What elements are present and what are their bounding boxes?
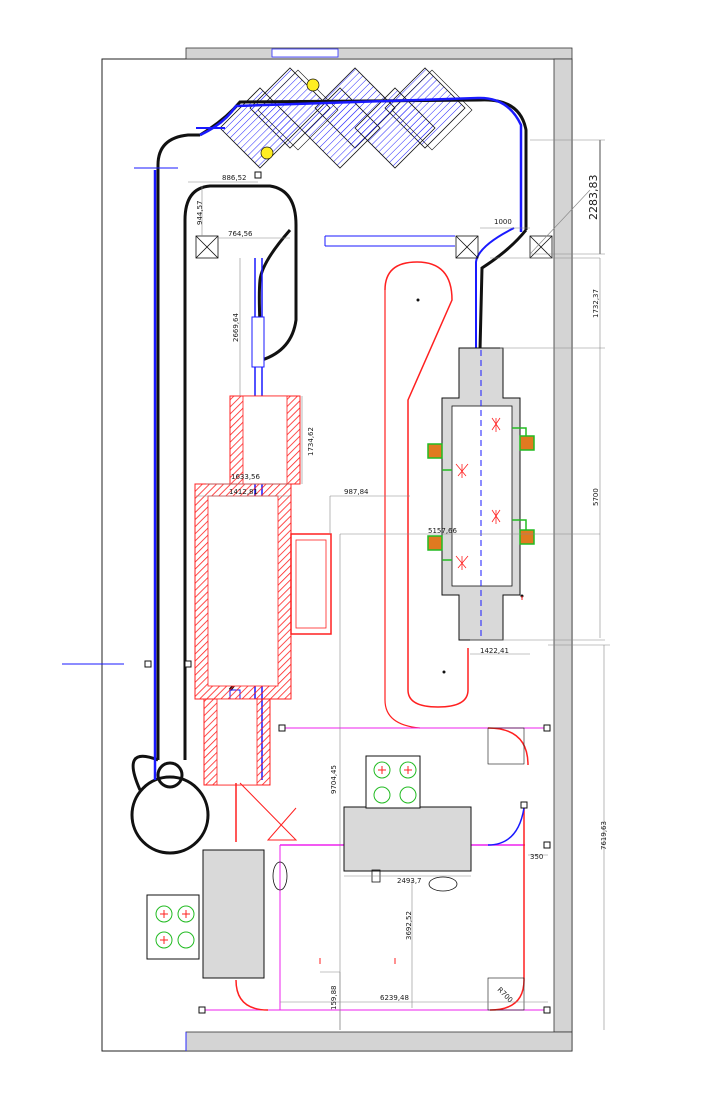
- dim-987: 987,84: [344, 488, 369, 496]
- dim-1422: 1422,41: [480, 647, 509, 655]
- dimension-lines: [188, 139, 610, 1030]
- dim-2493: 2493,7: [397, 877, 422, 885]
- gun-mover-icons: [427, 427, 535, 561]
- oven-unit-left: [146, 849, 288, 979]
- spray-booth: [427, 347, 535, 641]
- building-walls: [101, 47, 573, 1052]
- red-loop-track: [384, 261, 524, 729]
- dim-1734: 1734,62: [307, 427, 315, 456]
- dim-2283: 2283,83: [587, 175, 600, 221]
- dim-350: 350: [530, 853, 543, 861]
- dim-r700: R700: [496, 986, 515, 1005]
- dim-1412: 1412,81: [229, 488, 258, 496]
- dim-1732: 1732,37: [592, 289, 600, 318]
- oven-unit-center: [343, 755, 472, 892]
- dim-886: 886,52: [222, 174, 247, 182]
- dim-2669: 2669,64: [232, 313, 240, 342]
- dim-1633: 1633,56: [231, 473, 260, 481]
- red-markers: [319, 596, 523, 964]
- dim-1000: 1000: [494, 218, 512, 226]
- dim-3692: 3692,52: [405, 911, 413, 940]
- pretreatment-tanks: [219, 67, 473, 169]
- dim-764: 764,56: [228, 230, 253, 238]
- dim-159: 159,88: [330, 986, 338, 1011]
- dim-944: 944,57: [196, 201, 204, 226]
- dim-9704: 9704,45: [330, 765, 338, 794]
- dim-7619: 7619,63: [600, 821, 608, 850]
- dim-6239: 6239,48: [380, 994, 409, 1002]
- dim-5157: 5157,66: [428, 527, 457, 535]
- column-posts: [144, 171, 551, 1014]
- dim-5700: 5700: [592, 488, 600, 506]
- overhead-rail: [130, 98, 528, 855]
- curing-oven: [194, 395, 332, 842]
